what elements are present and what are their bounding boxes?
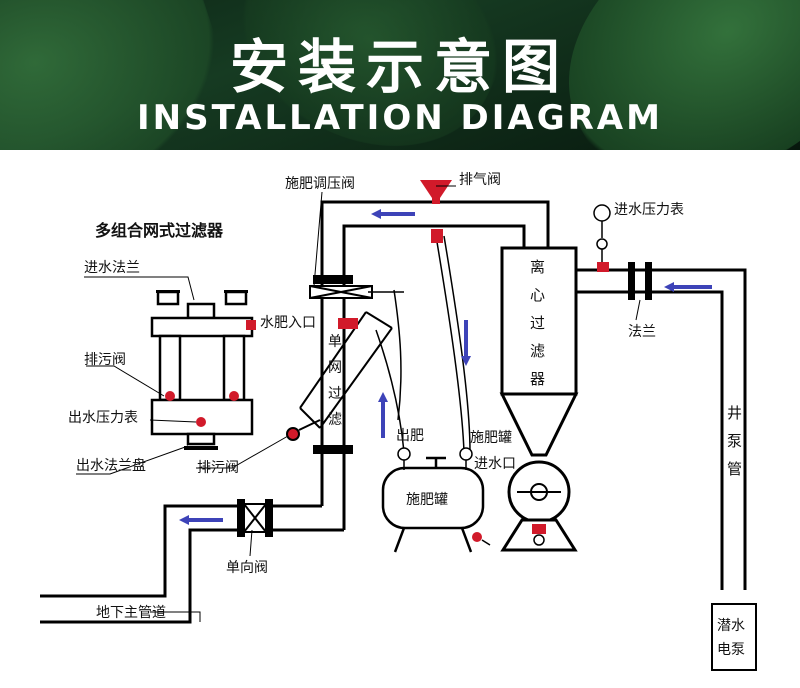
centrifugal-filter	[499, 246, 579, 552]
label-submersible-pump-2: 电泵	[717, 642, 745, 658]
check-valve	[237, 499, 273, 537]
label-drain-valve-left: 排污阀	[84, 352, 126, 368]
label-fert-tank: 施肥罐	[406, 492, 448, 508]
label-centrifugal-5: 器	[530, 370, 545, 388]
main-pipe-inner	[40, 528, 240, 624]
label-water-inlet: 进水口	[474, 456, 516, 472]
multi-filter-top-plate	[150, 316, 254, 338]
top-loop-inner	[342, 224, 526, 278]
label-fert-out: 出肥	[396, 428, 424, 444]
main-pipe-outer	[40, 504, 240, 598]
label-flange: 法兰	[628, 324, 656, 340]
leader-lines	[76, 185, 456, 622]
multi-filter-bottom-plate	[150, 398, 254, 436]
label-fert-regulating-valve: 施肥调压阀	[285, 176, 355, 192]
pump-red-valve	[532, 524, 546, 534]
label-well-pipe-2: 泵	[727, 432, 742, 450]
air-valve-funnel-icon	[420, 180, 452, 198]
multi-filter-red-points	[165, 320, 256, 427]
label-outlet-flange-plate: 出水法兰盘	[76, 457, 146, 474]
label-single-mesh-filter-3: 过	[328, 386, 342, 402]
label-well-pipe-3: 管	[727, 460, 742, 478]
label-centrifugal-1: 离	[530, 258, 545, 276]
label-air-valve: 排气阀	[459, 172, 501, 188]
filter-y-branch	[299, 311, 393, 429]
centrifugal-body	[500, 246, 578, 396]
fert-tank-body	[381, 466, 485, 530]
page-title: 安装示意图	[229, 33, 570, 101]
flange-pointer	[635, 299, 641, 321]
inlet-pressure-gauge	[593, 204, 611, 262]
label-well-pipe-1: 井	[727, 404, 742, 422]
label-fert-tank-top: 施肥罐	[470, 430, 512, 446]
inlet-gauge-red-block	[597, 262, 609, 272]
submersible-pump-body	[711, 603, 757, 671]
label-centrifugal-3: 过	[530, 314, 545, 332]
installation-schematic: 多组合网式过滤器 进水法兰 排污阀 出水压力表 出水法兰盘 施肥调压阀 水肥入口…	[40, 172, 757, 671]
pump-wheel-detail	[517, 483, 561, 501]
label-inlet-pressure-gauge: 进水压力表	[614, 202, 684, 218]
fert-tank-valves	[397, 447, 473, 470]
label-single-mesh-filter-1: 单	[328, 334, 342, 350]
inlet-pipe-top	[576, 268, 747, 590]
fert-out-valve-icon	[397, 447, 411, 461]
label-submersible-pump-1: 潜水	[717, 618, 745, 634]
multi-filter-left-tube	[158, 334, 182, 402]
label-centrifugal-4: 滤	[530, 342, 545, 360]
multi-filter-right-tube	[222, 334, 246, 402]
header-banner: 安装示意图 INSTALLATION DIAGRAM	[0, 0, 800, 150]
label-check-valve: 单向阀	[226, 560, 268, 576]
label-single-mesh-filter-4: 滤	[328, 412, 342, 428]
label-outlet-pressure-gauge: 出水压力表	[68, 410, 138, 426]
label-drain-valve-mid: 排污阀	[197, 460, 239, 476]
filter-bottom-flange	[313, 445, 353, 454]
page-subtitle: INSTALLATION DIAGRAM	[137, 98, 663, 138]
air-valve-red-block	[431, 229, 443, 243]
regulating-valve-line	[368, 289, 404, 421]
label-inlet-flange-left: 进水法兰	[84, 260, 140, 276]
inlet-pipe-bottom	[576, 290, 724, 590]
fert-in-valve-icon	[459, 447, 473, 461]
label-main-pipe: 地下主管道	[96, 605, 166, 621]
fert-hose-left	[375, 329, 405, 453]
flow-arrows	[179, 209, 712, 525]
centrifugal-cone	[499, 392, 579, 457]
gauge-dial-icon	[593, 204, 611, 222]
filter-top-flange	[313, 275, 353, 284]
fert-hose-right	[435, 235, 465, 453]
pipe-network	[40, 200, 747, 624]
label-centrifugal-2: 心	[530, 286, 545, 304]
label-single-mesh-filter-2: 网	[328, 360, 342, 376]
water-fert-inlet-valve	[338, 318, 358, 329]
diagram-labels: 多组合网式过滤器 进水法兰 排污阀 出水压力表 出水法兰盘 施肥调压阀 水肥入口…	[68, 172, 745, 658]
label-multi-filter: 多组合网式过滤器	[95, 221, 224, 240]
inlet-flange	[628, 262, 652, 300]
fert-hose-right-2	[443, 235, 471, 453]
drain-valve-mid-icon	[286, 427, 300, 441]
fertilizer-tank	[381, 456, 485, 553]
multi-group-filter	[150, 290, 254, 446]
label-water-fert-inlet: 水肥入口	[260, 315, 316, 331]
multi-filter-flanges	[156, 290, 248, 450]
air-valve	[420, 180, 452, 243]
fert-drain-valve-icon	[472, 532, 482, 542]
